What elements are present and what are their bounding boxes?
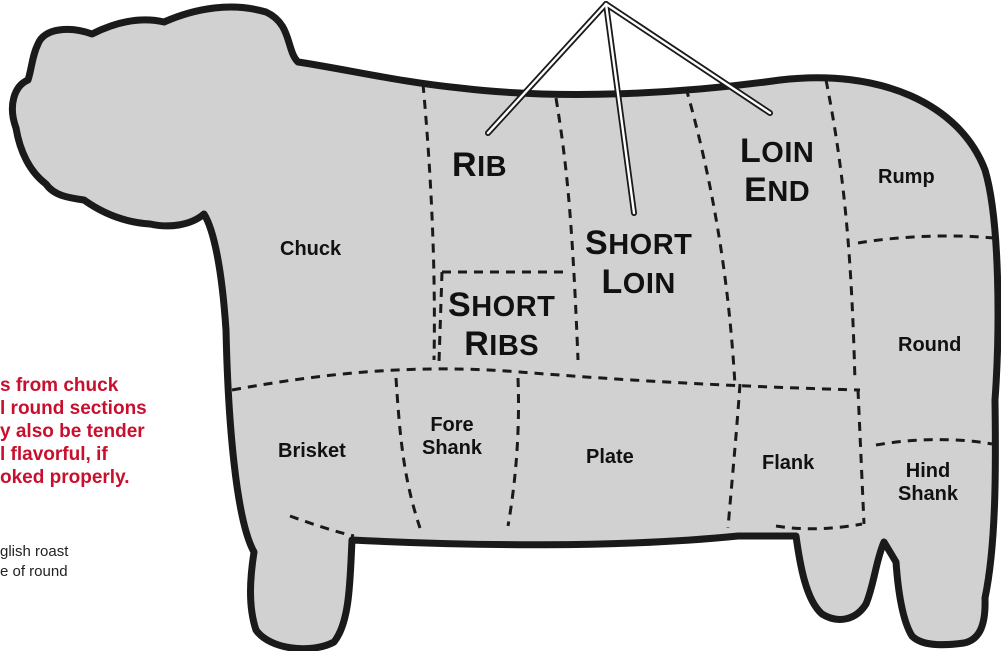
cut-line-rump-round xyxy=(857,234,995,245)
cut-line-chuck-rib xyxy=(421,83,436,361)
cow-silhouette xyxy=(9,3,1001,651)
fore-shank-label: Fore Shank xyxy=(422,414,483,459)
cut-line-shortloin-loinend xyxy=(684,87,737,386)
cut-line-plate-flank xyxy=(726,383,742,529)
short-loin-line2: LOIN xyxy=(601,263,676,302)
short-ribs-label: SHORT RIBS xyxy=(448,286,555,364)
loin-end-label: LOIN END xyxy=(740,132,814,210)
flank-label: Flank xyxy=(762,452,815,474)
round-label: Round xyxy=(898,334,962,356)
cut-line-loinend-rump xyxy=(824,79,857,383)
hind-shank-label: Hind Shank xyxy=(898,460,959,505)
pointer-lines-inner xyxy=(486,2,772,215)
short-ribs-line1: SHORT xyxy=(448,286,556,324)
plate-label: Plate xyxy=(586,446,634,468)
cut-line-round-flank xyxy=(856,389,866,525)
cut-line-brisket-bottom xyxy=(289,514,355,538)
cut-line-brisket-foreshank xyxy=(394,377,422,529)
cut-line-mid xyxy=(231,367,861,392)
cut-line-rib-shortloin xyxy=(554,97,580,361)
rump-label: Rump xyxy=(878,166,935,188)
loin-end-line1: LOIN xyxy=(740,132,815,170)
cut-line-flank-bottom xyxy=(775,522,863,531)
cut-line-foreshank-plate xyxy=(506,377,521,527)
chuck-label: Chuck xyxy=(280,238,342,260)
brisket-label: Brisket xyxy=(278,440,346,462)
cut-lines xyxy=(231,79,995,538)
short-ribs-line2: RIBS xyxy=(464,325,540,364)
short-loin-label: SHORT LOIN xyxy=(585,224,692,302)
tenderness-note: s from chuck l round sections y also be … xyxy=(0,375,147,488)
short-loin-line1: SHORT xyxy=(585,224,693,262)
example-cuts-list: glish roast e of round xyxy=(0,543,69,580)
loin-end-line2: END xyxy=(744,171,811,210)
rib-label: RIB xyxy=(452,146,508,184)
